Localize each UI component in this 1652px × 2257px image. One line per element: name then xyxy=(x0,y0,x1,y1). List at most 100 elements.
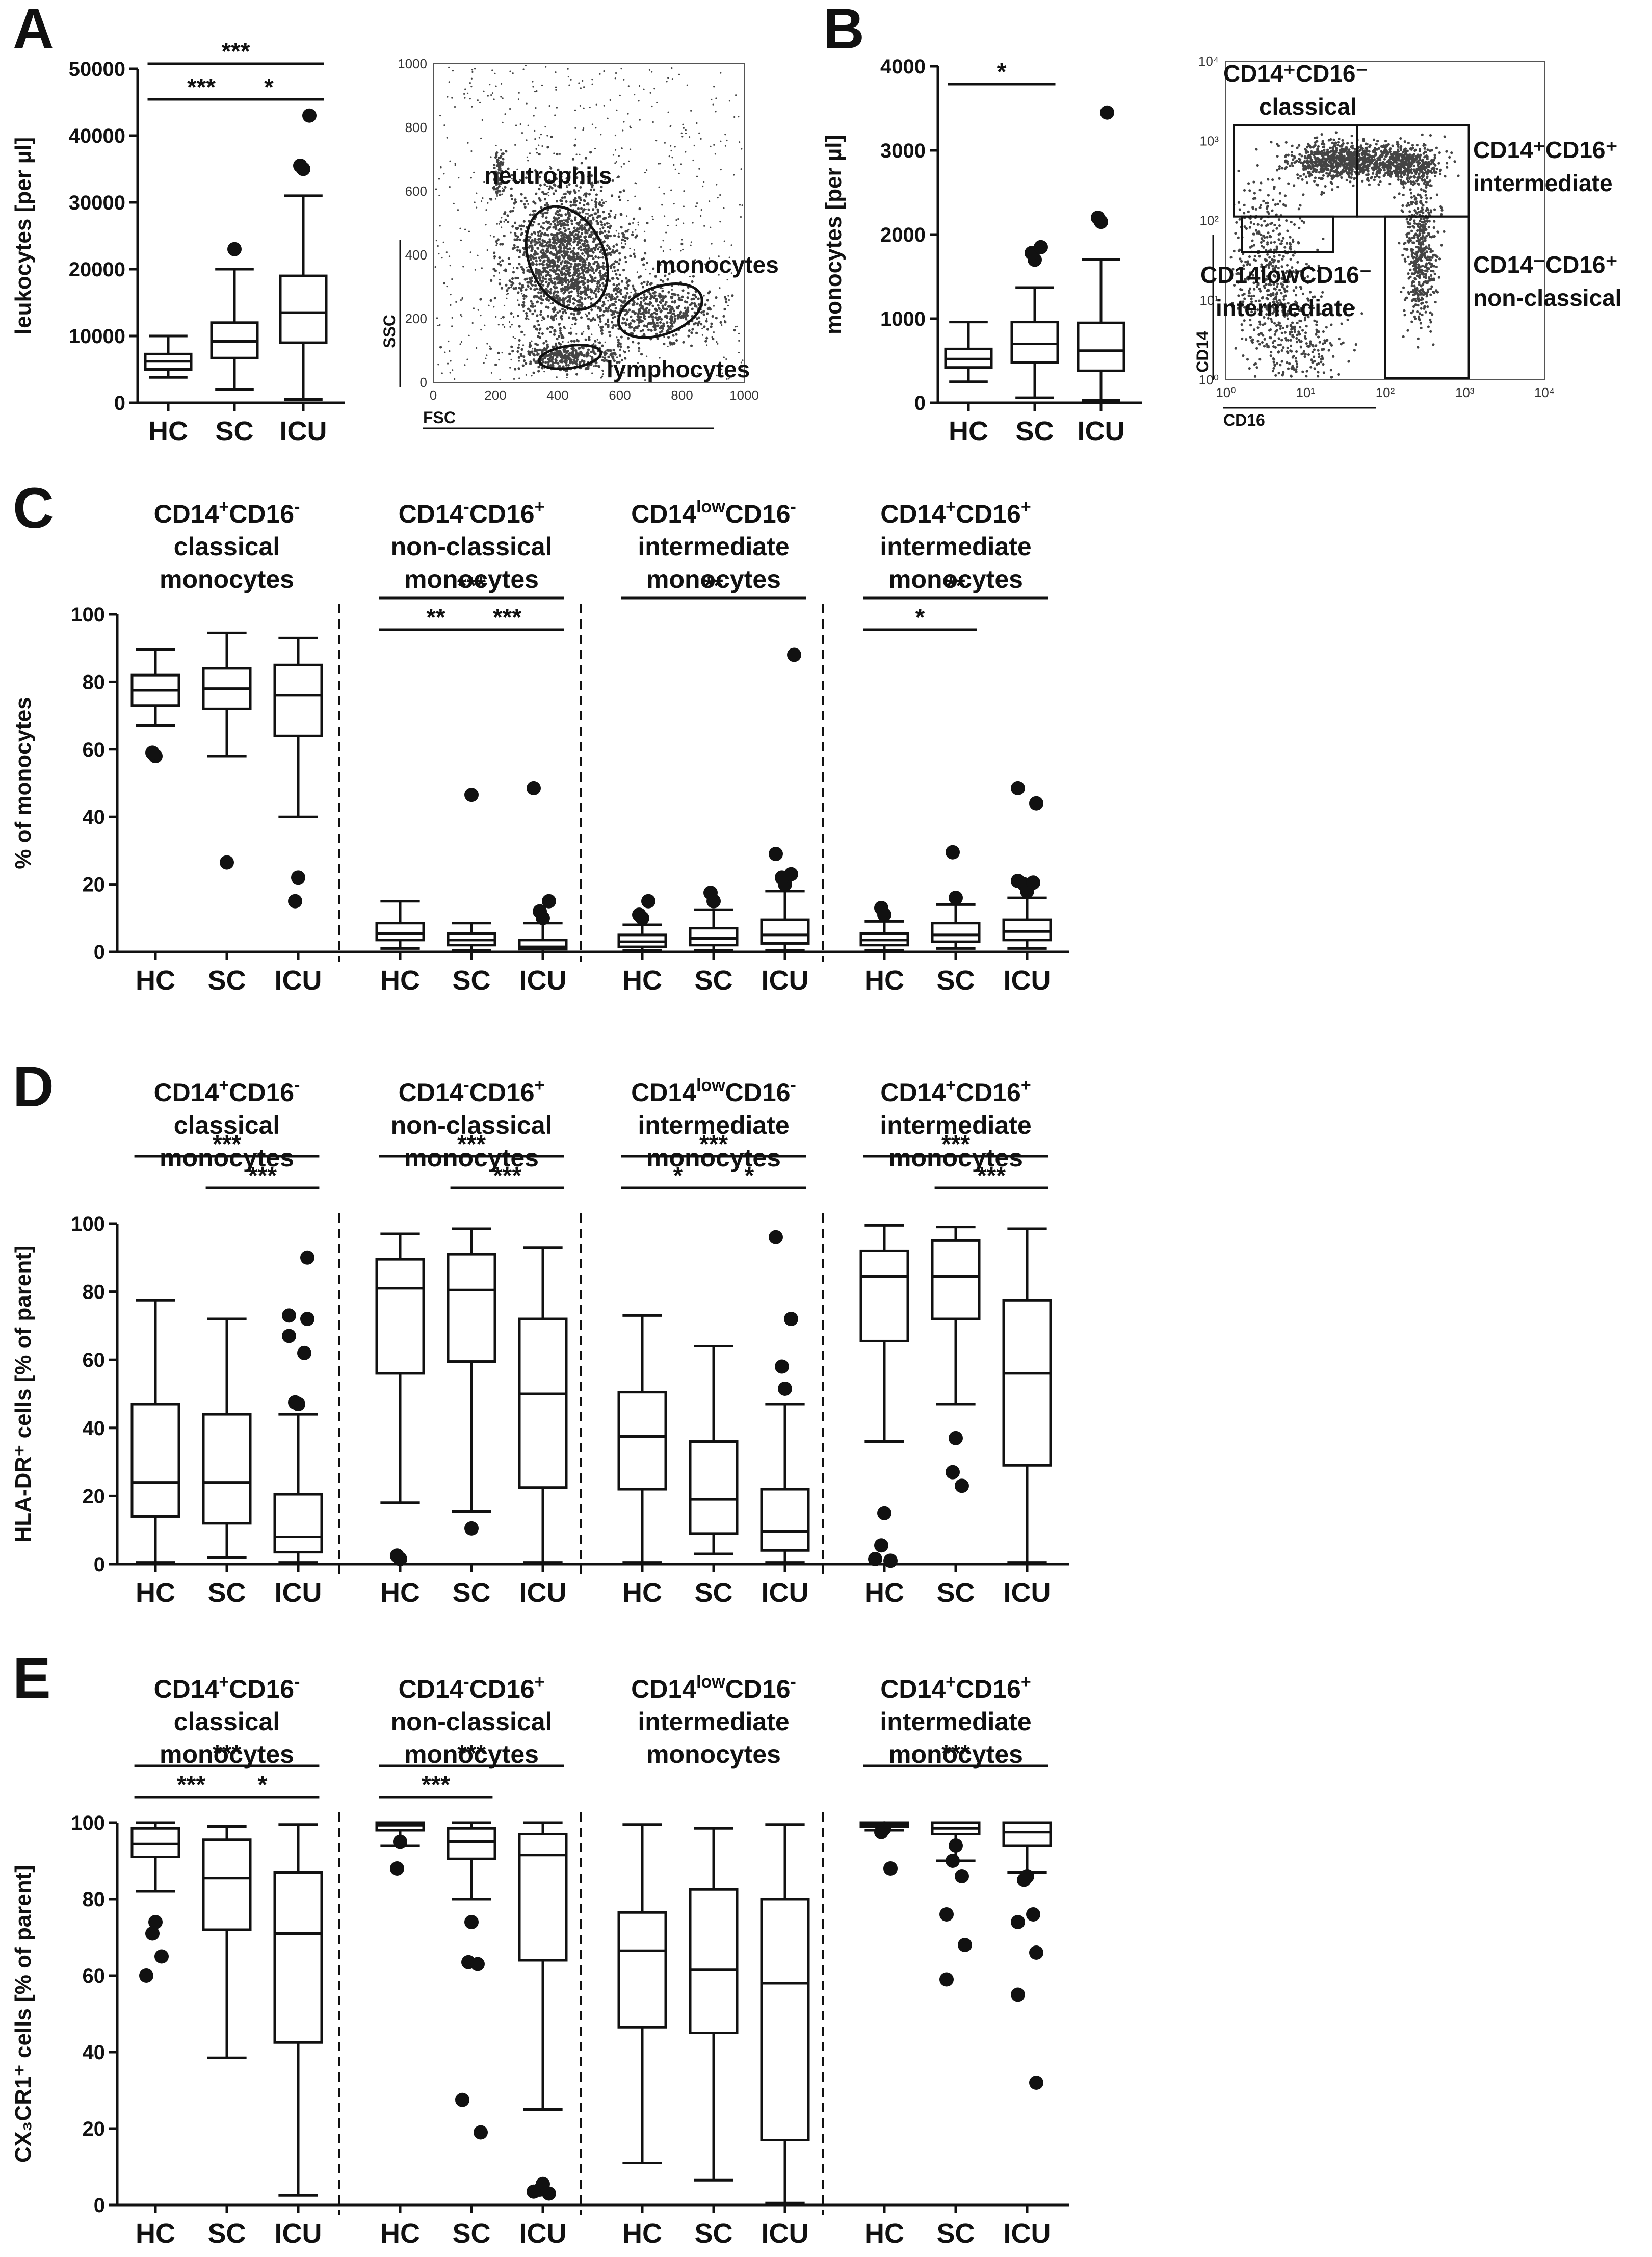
event-dot xyxy=(659,263,662,266)
event-dot xyxy=(621,147,623,149)
event-dot xyxy=(496,180,500,184)
event-dot xyxy=(570,333,572,336)
event-dot xyxy=(596,339,598,341)
event-dot xyxy=(575,153,578,155)
event-dot xyxy=(630,126,632,129)
event-dot xyxy=(541,279,544,282)
event-dot xyxy=(470,77,473,80)
event-dot xyxy=(607,117,609,119)
event-dot xyxy=(607,323,610,327)
event-dot xyxy=(1307,167,1310,170)
event-dot xyxy=(538,144,540,146)
event-dot xyxy=(510,287,512,289)
event-dot xyxy=(525,199,528,203)
event-dot xyxy=(463,93,465,95)
event-dot xyxy=(517,356,520,359)
event-dot xyxy=(656,337,659,340)
event-dot xyxy=(522,355,526,358)
event-dot xyxy=(1329,169,1332,172)
event-dot xyxy=(618,282,621,286)
event-dot xyxy=(712,103,714,106)
event-dot xyxy=(638,304,642,307)
event-dot xyxy=(1368,161,1371,164)
event-dot xyxy=(690,298,693,301)
event-dot xyxy=(489,299,492,302)
event-dot xyxy=(549,330,553,334)
event-dot xyxy=(1359,156,1362,159)
event-dot xyxy=(1384,139,1387,143)
event-dot xyxy=(556,107,558,109)
event-dot xyxy=(1336,186,1340,189)
event-dot xyxy=(590,231,593,234)
event-dot xyxy=(612,245,615,248)
event-dot xyxy=(487,202,489,204)
event-dot xyxy=(666,278,669,281)
event-dot xyxy=(644,172,646,174)
event-dot xyxy=(618,198,622,201)
event-dot xyxy=(582,129,584,131)
event-dot xyxy=(520,266,523,269)
event-dot xyxy=(1387,165,1391,168)
event-dot xyxy=(595,103,597,106)
event-dot xyxy=(568,331,571,335)
event-dot xyxy=(710,145,712,147)
event-dot xyxy=(543,259,546,262)
event-dot xyxy=(520,354,523,357)
event-dot xyxy=(543,240,547,243)
event-dot xyxy=(629,125,631,127)
event-dot xyxy=(533,306,535,308)
event-dot xyxy=(536,343,539,346)
event-dot xyxy=(542,277,545,280)
event-dot xyxy=(506,293,508,296)
event-dot xyxy=(502,97,504,99)
event-dot xyxy=(520,330,523,333)
event-dot xyxy=(630,332,633,335)
event-dot xyxy=(638,347,641,350)
event-dot xyxy=(535,256,538,260)
event-dot xyxy=(1332,150,1335,153)
event-dot xyxy=(535,260,538,263)
event-dot xyxy=(1308,164,1311,167)
y-tick-label: 400 xyxy=(405,247,427,263)
event-dot xyxy=(1345,178,1348,181)
event-dot xyxy=(1404,152,1407,155)
event-dot xyxy=(1432,254,1435,257)
event-dot xyxy=(1445,162,1449,165)
event-dot xyxy=(1339,157,1342,160)
event-dot xyxy=(494,363,497,367)
event-dot xyxy=(574,138,576,140)
event-dot xyxy=(564,223,567,226)
event-dot xyxy=(593,238,596,241)
y-tick-label: 1000 xyxy=(880,308,926,330)
event-dot xyxy=(682,248,684,251)
event-dot xyxy=(567,211,570,214)
event-dot xyxy=(580,332,584,335)
event-dot xyxy=(580,297,584,300)
event-dot xyxy=(505,150,508,153)
event-dot xyxy=(522,297,526,300)
event-dot xyxy=(1354,159,1357,162)
event-dot xyxy=(496,189,498,191)
box-iqr xyxy=(1077,321,1125,372)
event-dot xyxy=(518,238,521,241)
event-dot xyxy=(611,179,614,183)
event-dot xyxy=(602,267,606,270)
event-dot xyxy=(461,315,463,318)
event-dot xyxy=(559,281,562,284)
event-dot xyxy=(1333,144,1336,148)
event-dot xyxy=(1358,152,1361,156)
event-dot xyxy=(604,353,607,357)
event-dot xyxy=(550,187,554,190)
event-dot xyxy=(559,247,563,250)
y-axis-label: monocytes [per µl] xyxy=(821,135,846,334)
event-dot xyxy=(568,217,571,220)
event-dot xyxy=(559,332,562,335)
event-dot xyxy=(671,325,674,328)
event-dot xyxy=(1291,164,1294,168)
x-tick-label-ICU: ICU xyxy=(280,416,327,447)
event-dot xyxy=(619,191,622,194)
event-dot xyxy=(1425,201,1428,204)
outlier-point xyxy=(1091,211,1105,225)
event-dot xyxy=(1429,287,1432,290)
event-dot xyxy=(614,307,617,310)
